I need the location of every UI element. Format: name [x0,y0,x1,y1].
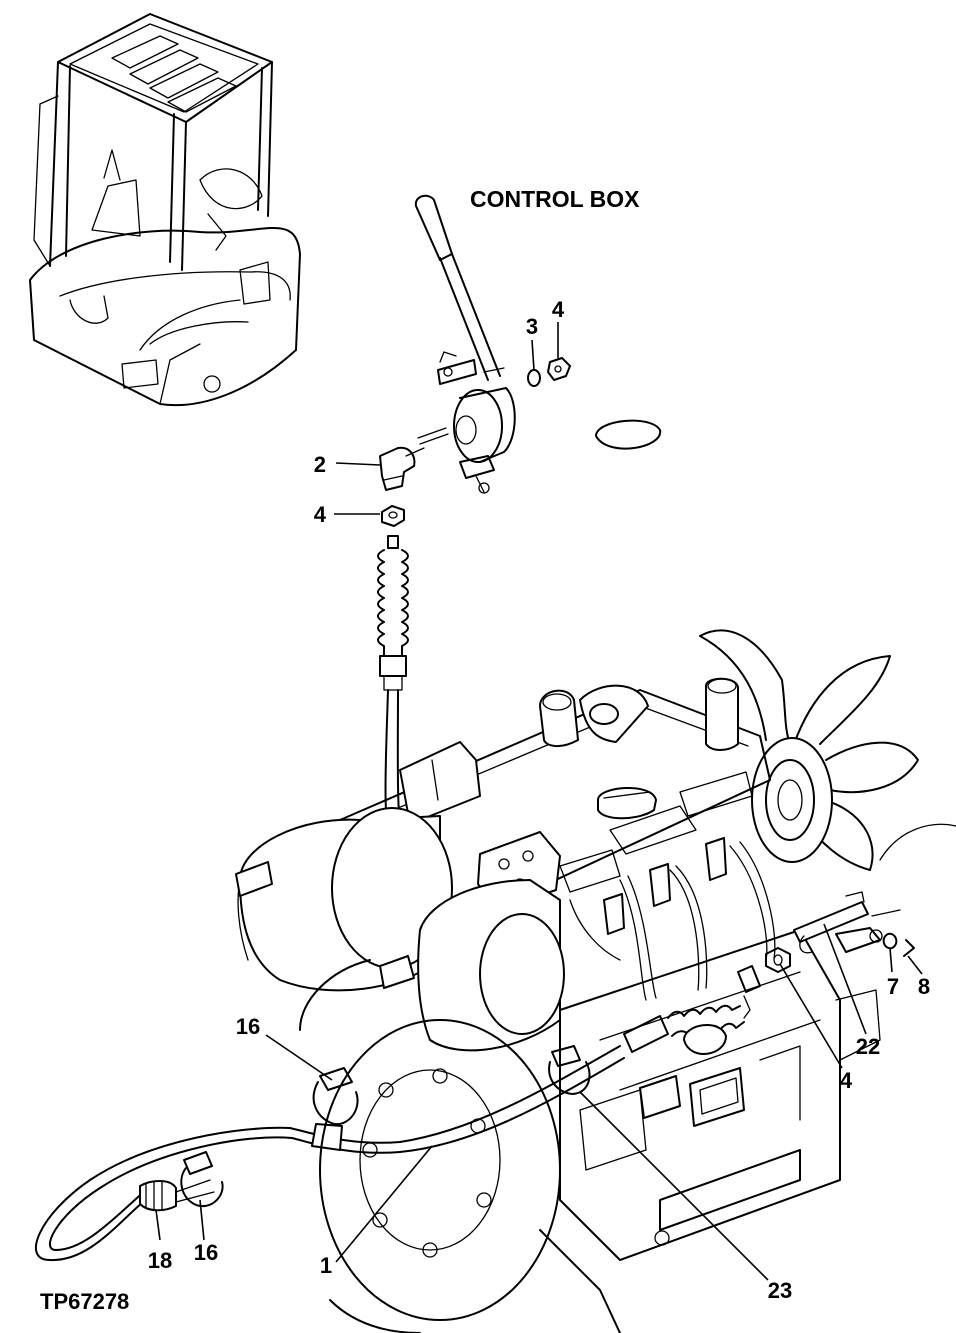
callout-16-lower: 16 [194,1240,218,1265]
callout-4-top: 4 [552,297,565,322]
callout-7: 7 [887,974,899,999]
callout-2: 2 [314,452,326,477]
excavator-icon [29,13,301,407]
engine-icon [235,419,956,1333]
callout-18: 18 [148,1248,172,1273]
callout-4-upper: 4 [314,502,327,527]
callout-16-upper: 16 [236,1014,260,1039]
figure-id: TP67278 [40,1289,129,1314]
leader-lines [155,322,923,1281]
throttle-lever-icon [379,194,571,527]
callout-3: 3 [526,314,538,339]
callout-1: 1 [320,1253,332,1278]
callout-23: 23 [768,1278,792,1303]
callout-8: 8 [918,974,930,999]
diagram-title: CONTROL BOX [470,186,640,212]
callout-22: 22 [856,1034,880,1059]
callout-4-lower: 4 [840,1068,853,1093]
